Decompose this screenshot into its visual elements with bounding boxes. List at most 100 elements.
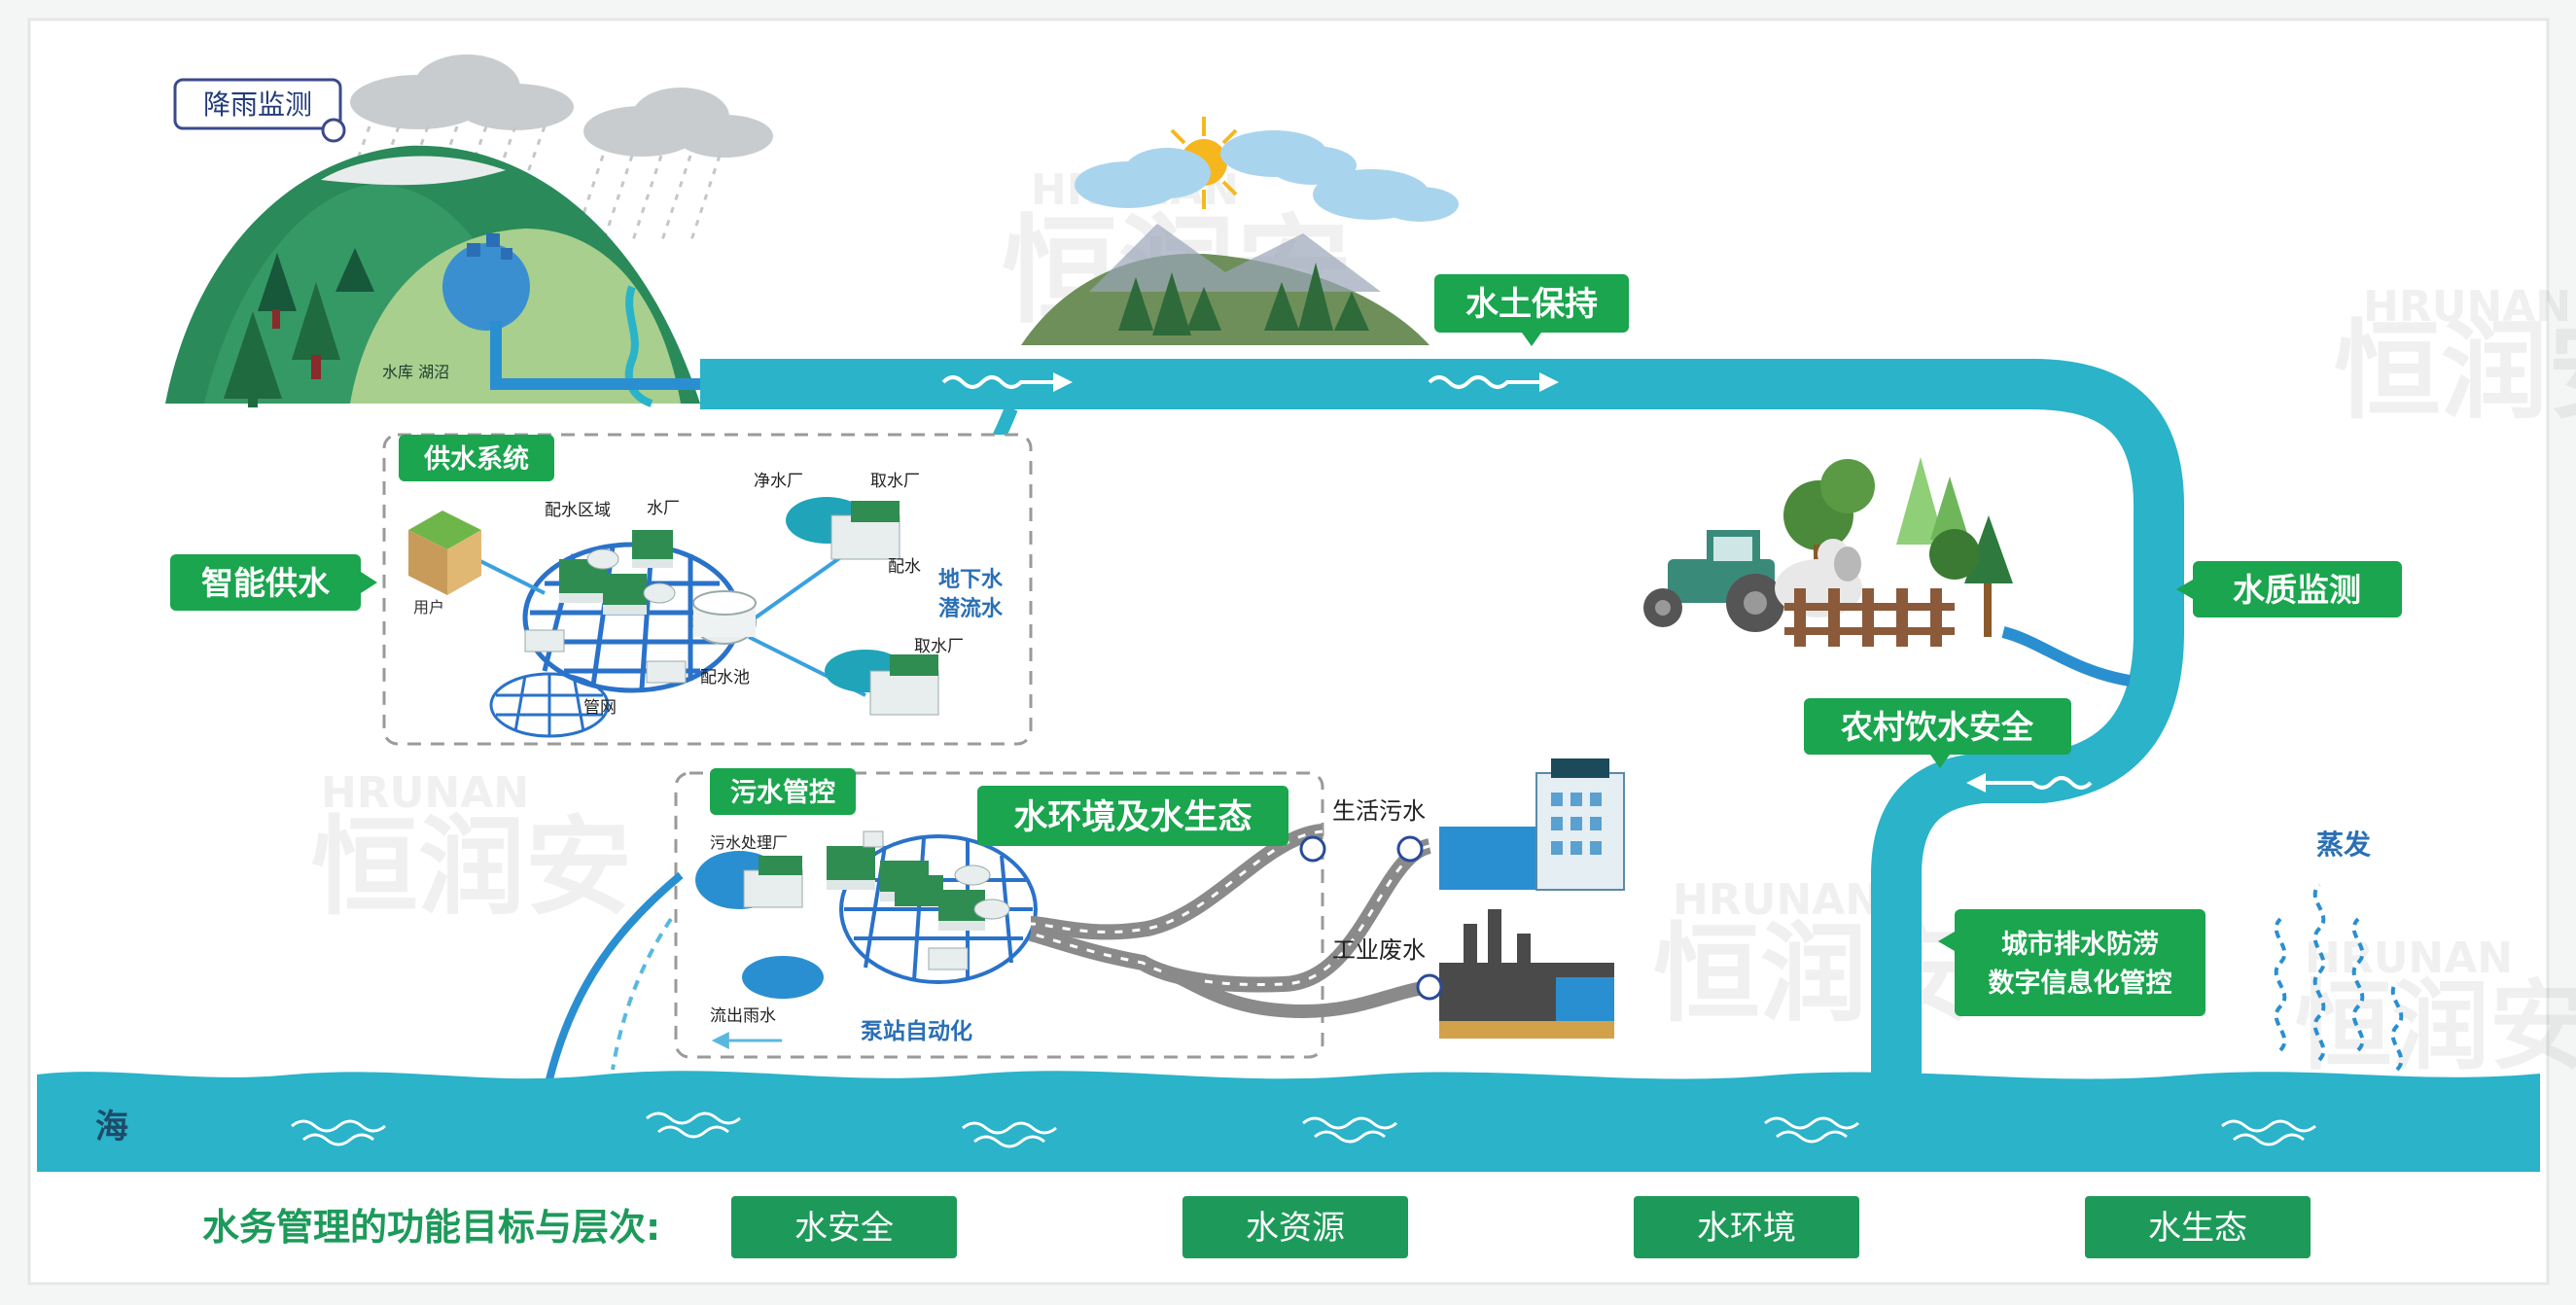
pump-automation-label: 泵站自动化 bbox=[861, 1018, 972, 1044]
callout-pointer bbox=[361, 572, 377, 593]
office-building-icon bbox=[1535, 772, 1625, 891]
stormwater-pond-icon bbox=[742, 956, 824, 999]
smart-supply-label: 智能供水 bbox=[201, 564, 331, 602]
water-env-box bbox=[977, 786, 1288, 846]
connector-dot bbox=[1396, 835, 1424, 863]
water-quality-label: 水质监测 bbox=[2233, 571, 2361, 609]
sea-band bbox=[37, 1071, 2540, 1172]
goal-label: 水生态 bbox=[2148, 1209, 2247, 1248]
sewage-control-label: 污水管控 bbox=[730, 778, 835, 808]
flow-arrow-icon bbox=[941, 372, 1073, 392]
industrial-wastewater-label: 工业废水 bbox=[1332, 936, 1426, 964]
intake-plant-icon bbox=[825, 650, 939, 716]
goal-label: 水资源 bbox=[1246, 1209, 1345, 1248]
industrial-branch-pipe bbox=[1164, 966, 1430, 1019]
flow-arrow-icon bbox=[1966, 773, 2093, 793]
farm-illustration bbox=[1643, 457, 2013, 647]
distant-mountain bbox=[1089, 224, 1381, 292]
distribution-water-label: 配水 bbox=[888, 557, 921, 577]
outflow-stream-dash bbox=[611, 917, 673, 1071]
river-mouth bbox=[1872, 1031, 1921, 1089]
purification-plant-icon bbox=[786, 497, 900, 560]
goal-box bbox=[1634, 1196, 1859, 1258]
soil-conservation-label: 水土保持 bbox=[1465, 285, 1598, 324]
watermark-chinese: 恒润安 bbox=[2334, 309, 2576, 434]
intake-plant-label-2: 取水厂 bbox=[914, 637, 964, 656]
rain-monitoring-dot bbox=[321, 118, 346, 143]
goal-box bbox=[2085, 1196, 2311, 1258]
supply-system-tag bbox=[399, 435, 554, 481]
flow-arrow-icon bbox=[1428, 372, 1559, 392]
farm-tributary bbox=[2001, 626, 2131, 687]
mountain-stream bbox=[624, 285, 653, 407]
sun-cloud-scene bbox=[1021, 117, 1459, 345]
evaporation-wave-icon bbox=[2274, 883, 2404, 1072]
reservoir-outlet bbox=[490, 321, 700, 390]
sewage-plant-buildings bbox=[827, 830, 1010, 970]
goal-list: 水安全 水资源 水环境 水生态 bbox=[731, 1196, 2311, 1258]
callout-pointer bbox=[1522, 333, 1541, 346]
groundwater-label: 地下水 bbox=[938, 568, 1004, 592]
soil-conservation-box bbox=[1434, 274, 1629, 333]
tractor-icon bbox=[1643, 530, 1784, 632]
blue-cloud-icon bbox=[1075, 130, 1459, 222]
rain-monitoring-label: 降雨监测 bbox=[203, 88, 312, 121]
evaporation-label: 蒸发 bbox=[2316, 829, 2371, 861]
sewage-control-tag bbox=[710, 768, 856, 815]
user-label: 用户 bbox=[413, 598, 444, 617]
goal-item: 水环境 bbox=[1634, 1196, 1859, 1258]
small-pipe-grid bbox=[489, 672, 610, 738]
rural-drinking-box bbox=[1804, 698, 2071, 755]
goal-box bbox=[731, 1196, 957, 1258]
watermark-latin: HRUNAN bbox=[1673, 875, 1881, 925]
smart-supply-box bbox=[170, 554, 361, 611]
outflow-stream bbox=[546, 871, 684, 1080]
sewage-treatment-plant-icon bbox=[695, 851, 803, 909]
river-flow-arrows bbox=[941, 372, 2093, 793]
sewage-inflow-pipes bbox=[1028, 824, 1432, 1019]
goal-item: 水安全 bbox=[731, 1196, 957, 1258]
watermark-chinese: 恒润安 bbox=[311, 805, 632, 930]
water-supply-system-panel: 供水系统 用户 bbox=[382, 433, 1033, 746]
snow-cap bbox=[321, 156, 506, 186]
domestic-sewage-scene: 生活污水 bbox=[1332, 758, 1625, 891]
factory-base bbox=[1439, 1021, 1614, 1039]
goal-item: 水生态 bbox=[2085, 1196, 2311, 1258]
distribution-buildings bbox=[524, 530, 687, 684]
rural-drinking-label: 农村饮水安全 bbox=[1841, 708, 2034, 746]
goal-box bbox=[1182, 1196, 1408, 1258]
water-env-callout: 水环境及水生态 bbox=[977, 786, 1326, 863]
rain-monitoring-callout: 降雨监测 bbox=[173, 78, 346, 143]
callout-pointer bbox=[1930, 755, 1950, 768]
building-roof bbox=[1551, 758, 1609, 778]
purification-plant-label: 净水厂 bbox=[754, 472, 803, 491]
goal-label: 水环境 bbox=[1697, 1209, 1796, 1248]
pine-trees bbox=[224, 248, 374, 407]
soil-conservation-callout: 水土保持 bbox=[1434, 274, 1629, 346]
pipe-network-label: 管网 bbox=[583, 698, 617, 718]
sea-label: 海 bbox=[95, 1108, 128, 1146]
rain-cloud-icon bbox=[350, 54, 773, 158]
distribution-area-label: 配水区域 bbox=[545, 501, 611, 520]
goal-label: 水安全 bbox=[794, 1209, 894, 1248]
pipe-flow-dash bbox=[1030, 844, 1430, 986]
watermark-latin: HRUNAN bbox=[321, 768, 529, 818]
hill-trees bbox=[1118, 263, 1369, 335]
reservoir-lake bbox=[442, 243, 530, 331]
stormwater-outflow-label: 流出雨水 bbox=[710, 1006, 776, 1026]
water-env-label: 水环境及水生态 bbox=[1013, 798, 1252, 837]
tree-trunks bbox=[272, 309, 321, 379]
watermark-latin: HRUNAN bbox=[2305, 934, 2513, 983]
callout-pointer bbox=[2176, 580, 2193, 599]
watermark-chinese: 恒润安 bbox=[2295, 970, 2576, 1083]
intake-plant-label-1: 取水厂 bbox=[870, 472, 920, 491]
subsurface-flow-label: 潜流水 bbox=[938, 596, 1004, 621]
urban-drainage-box bbox=[1955, 909, 2205, 1016]
watermark-latin: HRUNAN bbox=[2363, 282, 2571, 332]
sewage-control-panel: 污水管控 污水处理厂 流出雨水 泵 bbox=[674, 768, 1324, 1059]
building-windows bbox=[1551, 793, 1602, 855]
main-river bbox=[700, 359, 2184, 1089]
reservoir-pixels bbox=[467, 233, 512, 260]
watermark-chinese: 恒润安 bbox=[1653, 912, 1974, 1037]
